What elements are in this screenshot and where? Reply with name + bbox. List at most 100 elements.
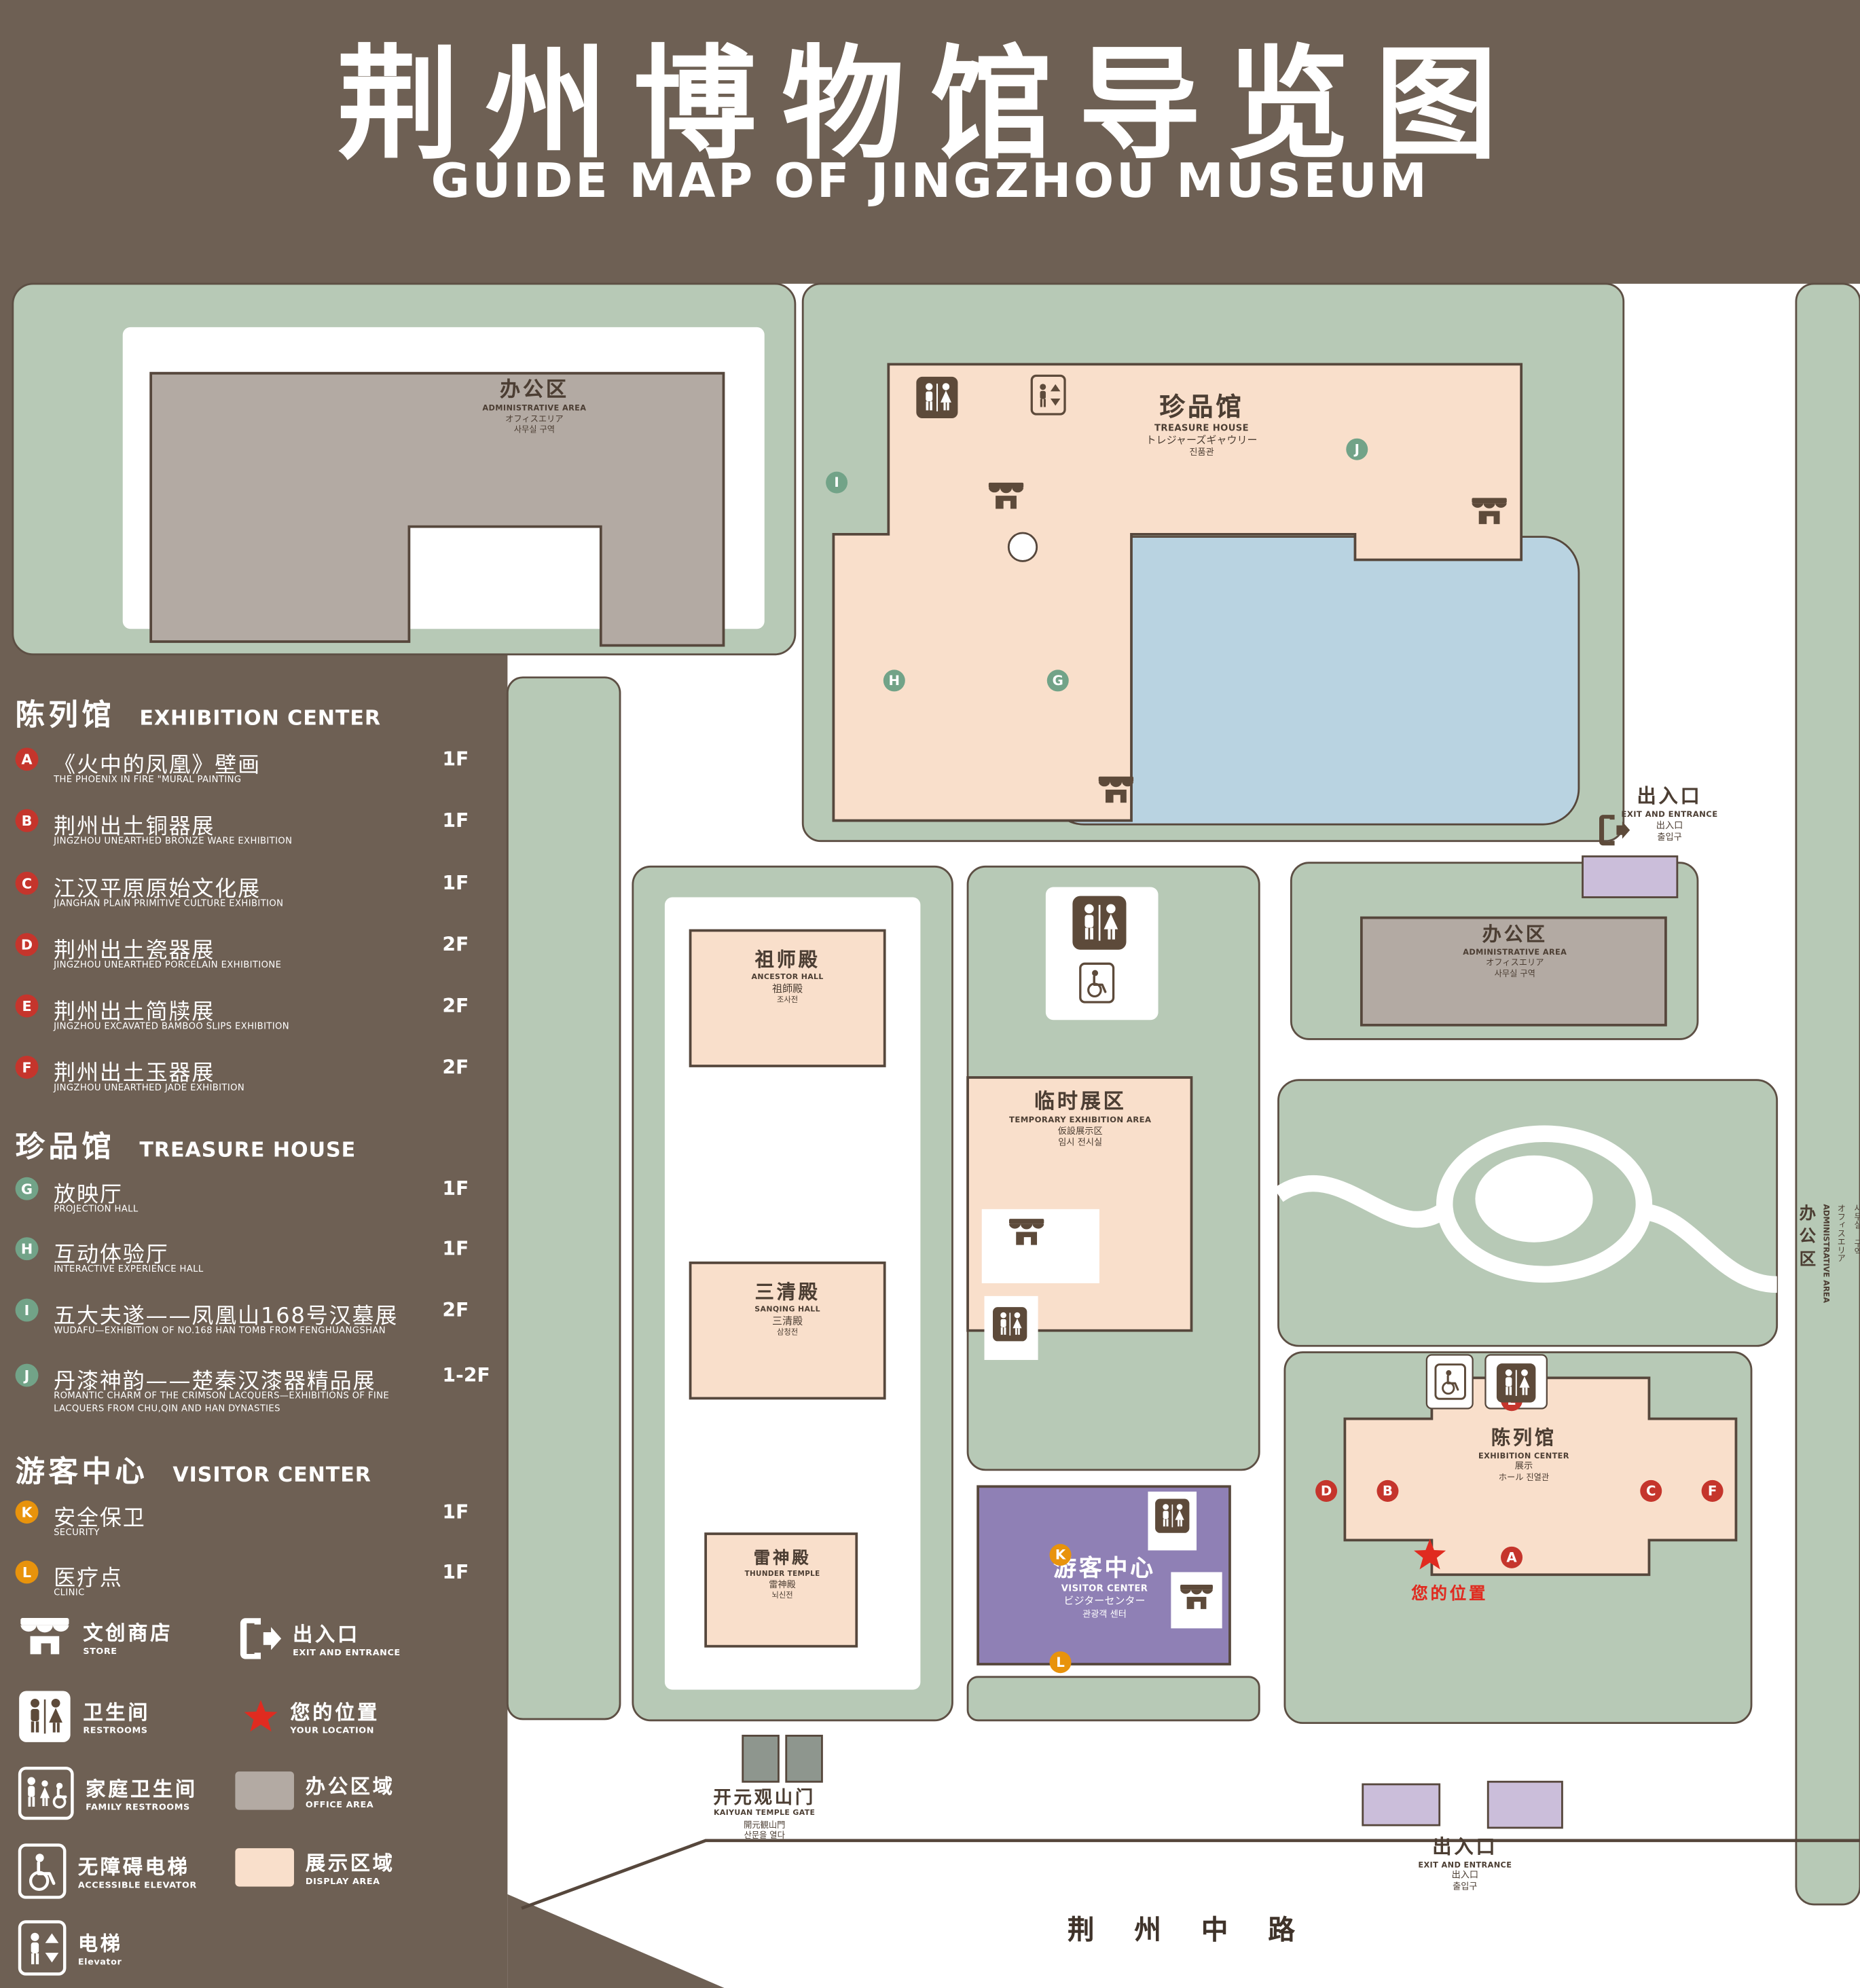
label-en: ANCESTOR HALL (751, 973, 824, 981)
map-marker-H: H (883, 669, 905, 692)
legend-section-exhibition-center: 陈列馆 EXHIBITION CENTER (16, 691, 381, 734)
label-exit-right: 出入口 EXIT AND ENTRANCE 出入口 출입구 (1622, 785, 1718, 843)
map-marker-L: L (1049, 1651, 1072, 1674)
label-ko: 뇌신전 (771, 1591, 793, 1601)
section-title-en: EXHIBITION CENTER (139, 705, 382, 730)
item-floor: 1F (442, 1237, 469, 1261)
symbol-en: DISPLAY AREA (305, 1876, 380, 1887)
lawn-right-strip (1795, 282, 1860, 1906)
section-title-en: TREASURE HOUSE (139, 1137, 357, 1162)
treasure-arch (1007, 532, 1038, 562)
marker-badge: I (15, 1298, 39, 1322)
section-title-zh: 陈列馆 (15, 699, 115, 733)
restroom-icon (1496, 1363, 1537, 1403)
legend-item-C: C 江汉平原原始文化展 JIANGHAN PLAIN PRIMITIVE CUL… (15, 870, 491, 929)
symbol-zh: 家庭卫生间 (86, 1778, 198, 1801)
symbol-en: ACCESSIBLE ELEVATOR (77, 1880, 197, 1891)
label-en: EXIT AND ENTRANCE (1418, 1860, 1512, 1870)
item-zh: 安全保卫 (54, 1505, 146, 1532)
legend-item-F: F 荆州出土玉器展 JINGZHOU UNEARTHED JADE EXHIBI… (15, 1054, 491, 1113)
item-floor: 2F (442, 1298, 469, 1322)
symbol-en: OFFICE AREA (305, 1799, 374, 1810)
label-road: 荆 州 中 路 (1067, 1914, 1311, 1946)
label-ko: ホール 진열관 (1498, 1473, 1550, 1484)
label-ja: 出入口 (1451, 1870, 1479, 1881)
marker-badge: B (15, 809, 39, 832)
label-en: EXIT AND ENTRANCE (1621, 809, 1718, 819)
item-floor: 2F (442, 1055, 469, 1079)
marker-badge: E (15, 994, 39, 1018)
label-ko: 진품관 (1189, 447, 1214, 458)
label-ko: 사무실 구역 (1851, 1204, 1860, 1256)
marker-badge: K (15, 1501, 39, 1524)
marker-badge: F (15, 1055, 39, 1079)
admin-top-building (149, 371, 725, 647)
label-en: KAIYUAN TEMPLE GATE (714, 1809, 816, 1818)
item-zh: 荆州出土瓷器展 (54, 938, 215, 964)
item-en: CLINIC (54, 1587, 85, 1598)
label-temporary-area: 临时展区 TEMPORARY EXHIBITION AREA 仮設展示区 임시 … (1009, 1089, 1151, 1149)
item-floor: 1F (442, 1501, 469, 1524)
legend-item-L: L 医疗点 CLINIC 1F (15, 1560, 491, 1619)
symbol-en: Elevator (77, 1957, 122, 1968)
section-title-zh: 游客中心 (15, 1456, 149, 1490)
restroom-icon (992, 1306, 1028, 1342)
family-restroom-icon (18, 1767, 74, 1820)
accessible-elevator-icon (1434, 1361, 1466, 1402)
label-ko: 산문을 열다 (744, 1830, 785, 1841)
label-en: ADMINISTRATIVE AREA (1821, 1204, 1830, 1304)
map-marker-C: C (1640, 1479, 1662, 1502)
exit-icon (235, 1615, 281, 1661)
label-en: ADMINISTRATIVE AREA (1463, 947, 1567, 957)
symbol-zh: 出入口 (293, 1623, 360, 1646)
marker-badge: G (15, 1177, 39, 1200)
map-marker-A: A (1501, 1546, 1523, 1568)
location-star-icon (243, 1700, 279, 1733)
map-marker-D: D (1315, 1479, 1338, 1502)
symbol-zh: 无障碍电梯 (77, 1856, 190, 1879)
restroom-icon (915, 375, 959, 419)
item-floor: 1F (442, 809, 469, 832)
elevator-icon (18, 1920, 67, 1976)
item-floor: 1F (442, 1177, 469, 1200)
accessible-elevator-icon (18, 1843, 67, 1900)
label-zh: 雷神殿 (753, 1549, 812, 1568)
label-ko: 사무실 구역 (513, 424, 555, 435)
legend-symbol-display-area: 展示区域 DISPLAY AREA (235, 1848, 395, 1887)
item-zh: 放映厅 (54, 1182, 123, 1208)
ancestor-hall-building (689, 929, 886, 1067)
symbol-zh: 文创商店 (83, 1621, 173, 1645)
label-zh: 办公区 (1795, 1204, 1815, 1273)
label-ja: 出入口 (1656, 820, 1683, 830)
label-zh: 办公区 (1482, 923, 1548, 946)
marker-badge: C (15, 871, 39, 895)
item-floor: 2F (442, 994, 469, 1018)
label-ja: 開元観山門 (744, 1820, 786, 1830)
accessible-elevator-icon (1079, 961, 1115, 1005)
label-zh: 陈列馆 (1491, 1426, 1556, 1450)
store-icon (1179, 1583, 1215, 1613)
label-ja: 祖師殿 (772, 982, 803, 995)
label-visitor-center: 游客中心 VISITOR CENTER ビジターセンター 관광객 센터 (1053, 1554, 1156, 1621)
item-en: JINGZHOU UNEARTHED PORCELAIN EXHIBITIONE (54, 959, 282, 970)
label-en: TEMPORARY EXHIBITION AREA (1009, 1116, 1152, 1125)
label-ja: 三清殿 (772, 1315, 803, 1327)
lawn-below-visitor (966, 1676, 1260, 1722)
label-ko: 조사전 (777, 996, 799, 1006)
item-en: JIANGHAN PLAIN PRIMITIVE CULTURE EXHIBIT… (54, 898, 284, 909)
symbol-en: YOUR LOCATION (290, 1725, 375, 1736)
display-area-swatch (235, 1848, 294, 1887)
label-zh: 出入口 (1432, 1835, 1498, 1859)
temporary-exhibition-building (966, 1076, 1193, 1332)
restroom-icon (1072, 895, 1128, 951)
map-marker-J: J (1346, 438, 1368, 460)
label-treasure-house: 珍品馆 TREASURE HOUSE トレジャーズギャウリー 진품관 (1146, 390, 1257, 460)
map-marker-F: F (1701, 1479, 1724, 1502)
label-zh: 开元观山门 (713, 1788, 816, 1809)
label-zh: 办公区 (500, 377, 569, 402)
legend-item-H: H 互动体验厅 INTERACTIVE EXPERIENCE HALL 1F (15, 1236, 491, 1295)
garden-pond (1475, 1155, 1593, 1242)
item-zh: 互动体验厅 (54, 1242, 169, 1268)
store-icon (987, 481, 1025, 513)
